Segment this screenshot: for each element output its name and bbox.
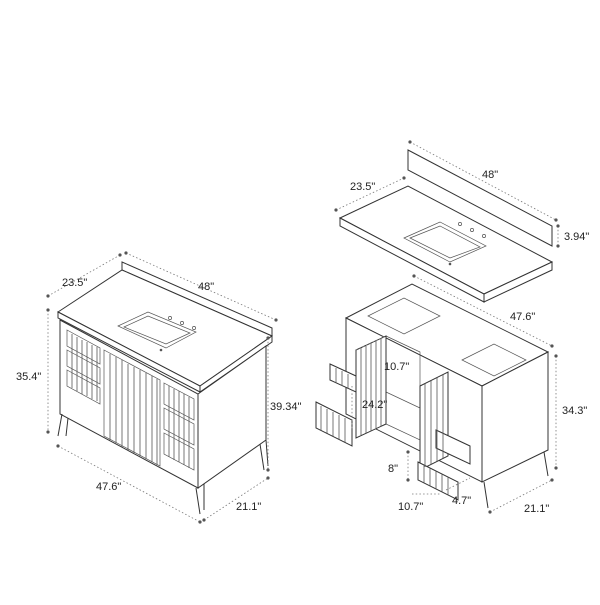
label-left-base-width: 47.6" <box>96 481 121 493</box>
label-left-top-width: 48" <box>198 281 214 293</box>
sink-basin <box>117 311 197 349</box>
label-drawer-depth: 4.7" <box>452 495 471 507</box>
exploded-faucet-hole <box>458 222 462 226</box>
pulled-drawer-left-slats <box>320 368 349 442</box>
faucet-hole <box>180 321 184 325</box>
exploded-countertop-side <box>483 261 553 303</box>
label-right-top-depth: 23.5" <box>350 181 375 193</box>
exploded-backsplash <box>407 149 553 247</box>
exploded-sink-inner <box>409 225 481 259</box>
open-door-right <box>419 371 449 471</box>
label-right-cabinet-width: 47.6" <box>510 311 535 323</box>
left-drawer-middle <box>66 349 101 385</box>
leg-back-right-inner <box>265 439 269 467</box>
left-drawer-top <box>66 329 101 365</box>
label-door-height: 24.2" <box>362 399 387 411</box>
exploded-leg-front <box>483 481 489 509</box>
compartment-left <box>367 297 441 335</box>
exploded-faucet-hole <box>482 234 486 238</box>
label-right-backsplash-height: 3.94" <box>564 231 589 243</box>
left-dimension-lines <box>46 251 278 524</box>
label-drawer-width: 10.7" <box>398 501 423 513</box>
exploded-leg-back <box>543 451 549 477</box>
leg-back-right <box>259 443 265 471</box>
leg-front-left-inner <box>65 417 69 437</box>
compartment-right <box>461 343 527 377</box>
exploded-sink-basin <box>403 221 487 263</box>
label-left-total-height: 35.4" <box>16 371 41 383</box>
interior-shelf <box>385 391 421 409</box>
center-door-slats <box>109 354 158 465</box>
pulled-drawer-right-top <box>435 429 471 465</box>
open-door-slats <box>360 339 382 435</box>
assembled-vanity: 23.5" 48" 35.4" 39.34" 47.6" 21.1" <box>16 251 302 524</box>
exploded-faucet-hole <box>470 228 474 232</box>
left-drawer-slats <box>71 334 98 401</box>
left-drawer-bottom <box>66 369 101 405</box>
center-door <box>103 349 161 467</box>
label-door-width: 10.7" <box>384 361 409 373</box>
exploded-cabinet-side <box>481 351 549 483</box>
faucet-hole <box>192 326 196 330</box>
exploded-vanity: 23.5" 48" 3.94" 47.6" 34.3" 21.1" 10.7" … <box>315 140 589 515</box>
label-right-cabinet-height: 34.3" <box>562 405 587 417</box>
leg-front-right <box>195 487 201 515</box>
label-left-side-height: 39.34" <box>270 401 302 413</box>
sink-drain <box>159 348 163 352</box>
sink-inner <box>123 315 191 345</box>
right-drawer-slats <box>168 386 190 468</box>
right-drawer-top <box>163 382 195 421</box>
pulled-drawer-left-top <box>329 363 357 393</box>
label-left-base-depth: 21.1" <box>236 501 261 513</box>
label-drawer-height: 8" <box>388 463 398 475</box>
label-right-top-width: 48" <box>482 169 498 181</box>
label-right-cabinet-depth: 21.1" <box>524 503 549 515</box>
faucet-hole <box>168 316 172 320</box>
pulled-drawer-left-bottom <box>315 401 353 447</box>
exploded-sink-drain <box>448 262 452 266</box>
right-dimension-lines <box>334 140 560 514</box>
leg-front-left <box>57 413 63 437</box>
label-left-top-depth: 23.5" <box>62 277 87 289</box>
right-door-slats <box>423 375 449 495</box>
countertop-side-edge <box>199 335 273 393</box>
